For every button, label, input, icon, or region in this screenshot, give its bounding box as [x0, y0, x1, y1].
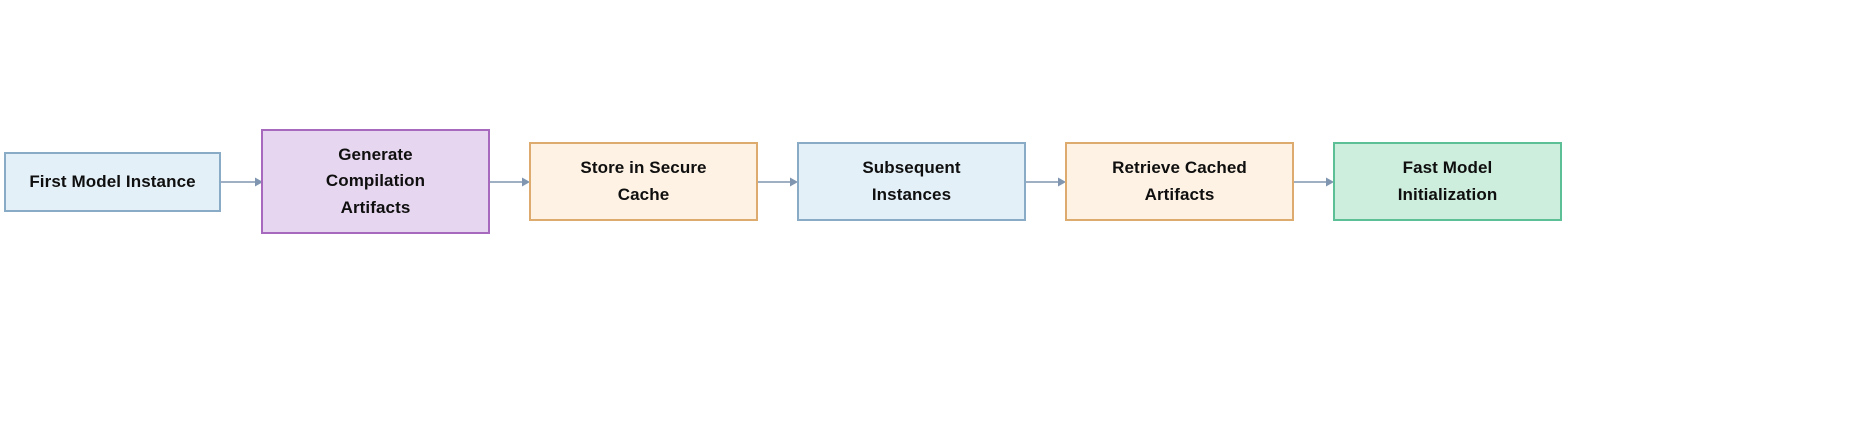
node-label-line: Compilation: [325, 171, 426, 191]
node-label-line: Generate: [338, 144, 413, 164]
node-label-line: Instances: [871, 184, 952, 204]
node-label-line: Cache: [617, 184, 670, 204]
node-store-in-secure-cache[interactable]: Store in Secure Cache: [529, 142, 758, 221]
node-subsequent-instances[interactable]: Subsequent Instances: [797, 142, 1026, 221]
node-label-line: Store in Secure: [580, 158, 707, 178]
arrow-subsequent-instances-to-retrieve-cached-artifacts: [1026, 176, 1066, 188]
node-first-model-instance[interactable]: First Model Instance: [4, 152, 221, 212]
arrow-generate-compilation-artifacts-to-store-in-secure-cache: [490, 176, 530, 188]
arrow-retrieve-cached-artifacts-to-fast-model-initialization: [1294, 176, 1334, 188]
node-fast-model-initialization[interactable]: Fast Model Initialization: [1333, 142, 1562, 221]
arrow-first-model-instance-to-generate-compilation-artifacts: [221, 176, 263, 188]
node-label-line: Retrieve Cached: [1112, 158, 1247, 178]
node-label-line: Artifacts: [340, 197, 411, 217]
node-label-line: Subsequent: [862, 158, 961, 178]
node-label-line: Initialization: [1397, 184, 1498, 204]
node-label-line: First Model Instance: [29, 171, 196, 191]
node-label-line: Fast Model: [1402, 158, 1493, 178]
node-generate-compilation-artifacts[interactable]: Generate Compilation Artifacts: [261, 129, 490, 234]
arrow-store-in-secure-cache-to-subsequent-instances: [758, 176, 798, 188]
node-label-line: Artifacts: [1144, 184, 1215, 204]
node-retrieve-cached-artifacts[interactable]: Retrieve Cached Artifacts: [1065, 142, 1294, 221]
